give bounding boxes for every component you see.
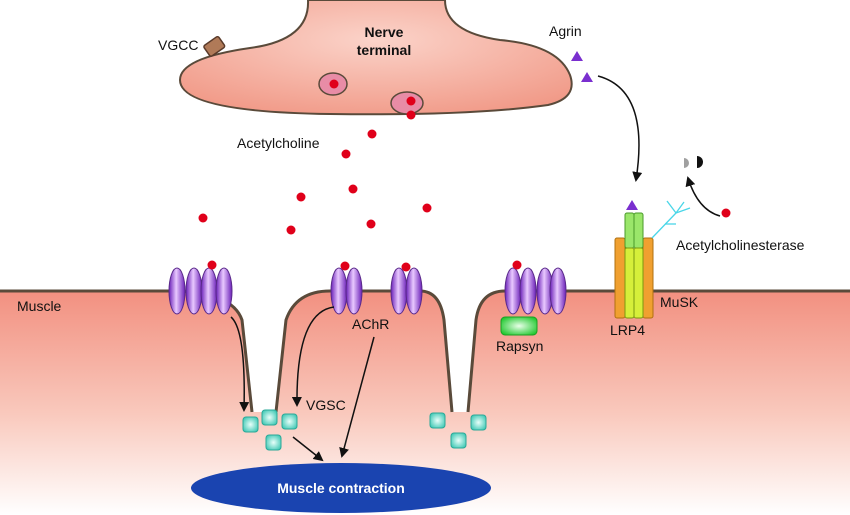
achr-receptor bbox=[504, 260, 567, 315]
vgcc-channel bbox=[203, 35, 226, 57]
agrin-arrow bbox=[597, 75, 643, 182]
rapsyn-protein bbox=[500, 316, 538, 336]
muscle-contraction-ellipse bbox=[191, 463, 491, 513]
muscle-contraction-label: Muscle contraction bbox=[277, 480, 405, 496]
nerve-terminal-label-line2: terminal bbox=[357, 42, 411, 58]
achr-to-contraction-arrow bbox=[339, 336, 375, 458]
achr-to-vgsc-arrow-middle bbox=[291, 306, 335, 407]
achr-receptor bbox=[390, 262, 423, 315]
achesterase-arrow bbox=[685, 176, 721, 217]
muscle-label: Muscle bbox=[17, 298, 62, 314]
acetylcholinesterase-tether bbox=[651, 200, 691, 239]
ach-breakdown-choline bbox=[684, 158, 689, 168]
pathway-arrows bbox=[230, 75, 721, 462]
vesicle-ach-dot bbox=[329, 79, 339, 89]
acetylcholinesterase-label: Acetylcholinesterase bbox=[676, 237, 805, 253]
musk-label: MuSK bbox=[660, 294, 699, 310]
nerve-terminal bbox=[178, 0, 573, 116]
vgsc-to-contraction-arrow bbox=[292, 436, 324, 462]
rapsyn-label: Rapsyn bbox=[496, 338, 543, 354]
achr-receptor bbox=[330, 261, 363, 315]
achr-label: AChR bbox=[352, 316, 389, 332]
achr-receptor bbox=[168, 260, 233, 315]
vgsc-channels-right bbox=[429, 412, 487, 449]
vgcc-label: VGCC bbox=[158, 37, 198, 53]
vgsc-label: VGSC bbox=[306, 397, 346, 413]
acetylcholine-molecules bbox=[198, 96, 731, 235]
agrin-label: Agrin bbox=[549, 23, 582, 39]
agrin-molecules bbox=[571, 51, 638, 210]
achr-to-vgsc-arrow-left bbox=[230, 316, 250, 412]
vgsc-channels-left bbox=[242, 409, 298, 451]
ach-breakdown-acetate bbox=[697, 156, 703, 168]
nerve-terminal-label-line1: Nerve bbox=[365, 24, 404, 40]
muscle-body bbox=[0, 291, 850, 515]
lrp4-musk-complex bbox=[614, 212, 654, 319]
acetylcholine-label: Acetylcholine bbox=[237, 135, 320, 151]
lrp4-label: LRP4 bbox=[610, 322, 645, 338]
